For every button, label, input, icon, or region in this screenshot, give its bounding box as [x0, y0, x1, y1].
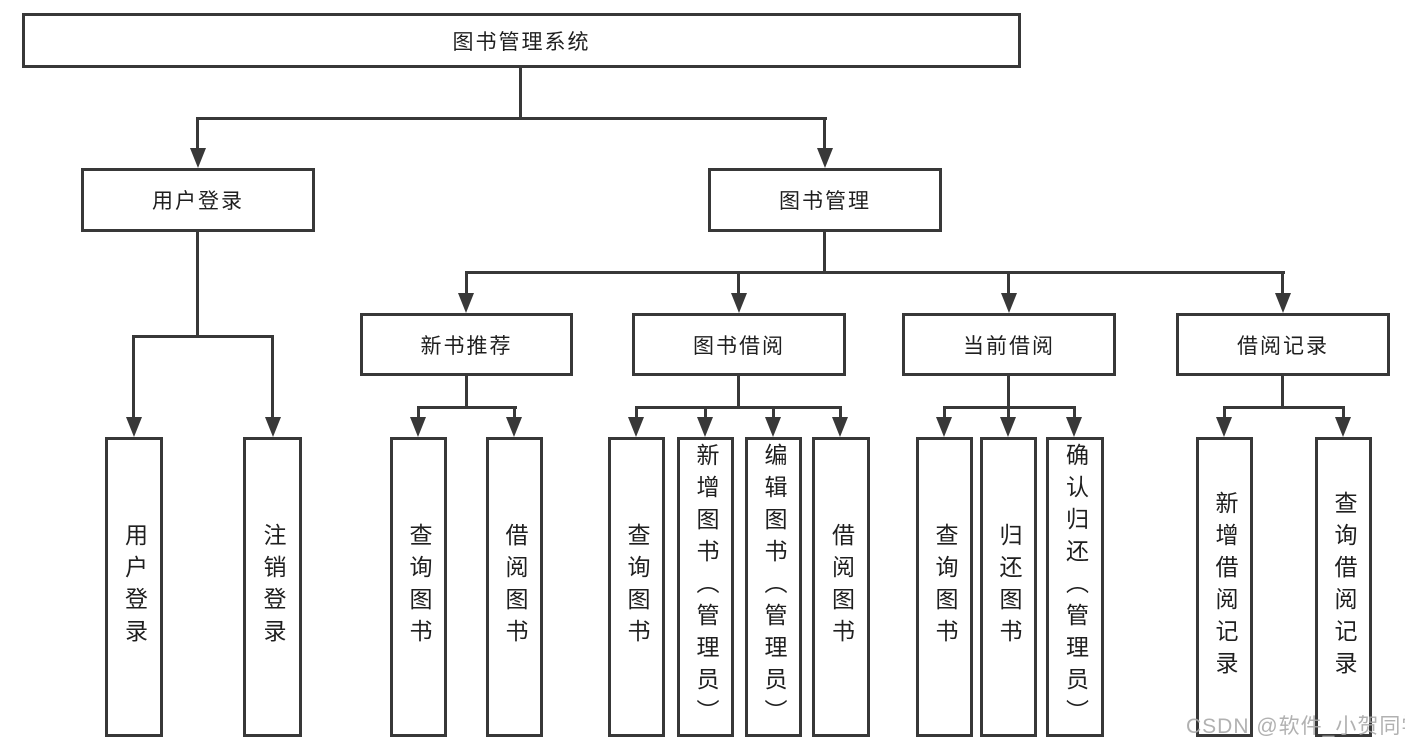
connector-arrow-stub: [839, 406, 842, 419]
leaf-label: 查询借阅记录: [1331, 491, 1357, 683]
arrow-down-icon: [1001, 293, 1017, 313]
node-label: 用户登录: [152, 190, 244, 213]
connector-level2-bar: [196, 117, 827, 120]
arrow-down-icon: [265, 417, 281, 437]
node-user-login: 用户登录: [81, 168, 315, 232]
connector-group-bar: [1223, 406, 1345, 409]
connector-arrow-stub: [1007, 406, 1010, 419]
arrow-down-icon: [936, 417, 952, 437]
arrow-down-icon: [765, 417, 781, 437]
leaf-label: 查询图书: [406, 523, 432, 651]
arrow-down-icon: [1000, 417, 1016, 437]
leaf-query-borrow-record: 查询借阅记录: [1315, 437, 1372, 737]
connector-group-bar: [417, 406, 517, 409]
connector-book-mgmt-stub: [823, 232, 826, 274]
connector-arrow-stub: [1007, 271, 1010, 295]
leaf-borrow-books: 借阅图书: [812, 437, 870, 737]
node-book-management: 图书管理: [708, 168, 942, 232]
arrow-down-icon: [410, 417, 426, 437]
node-label: 当前借阅: [963, 334, 1055, 358]
connector-arrow-stub: [1342, 406, 1345, 419]
leaf-label: 注销登录: [260, 523, 286, 651]
connector-group-stub: [1007, 376, 1010, 409]
connector-arrow-stub: [271, 335, 274, 419]
connector-level3-bar: [465, 271, 1285, 274]
leaf-label: 查询图书: [932, 523, 958, 651]
leaf-logout: 注销登录: [243, 437, 302, 737]
connector-root-stub: [519, 68, 522, 117]
leaf-query-books-current: 查询图书: [916, 437, 973, 737]
connector-arrow-stub: [635, 406, 638, 419]
leaf-label: 新增图书（管理员）: [693, 443, 719, 731]
leaf-return-books: 归还图书: [980, 437, 1037, 737]
connector-arrow-stub: [1073, 406, 1076, 419]
leaf-borrow-books-recommend: 借阅图书: [486, 437, 543, 737]
connector-arrow-stub: [513, 406, 516, 419]
arrow-down-icon: [126, 417, 142, 437]
connector-user-login-bar: [132, 335, 273, 338]
leaf-label: 借阅图书: [502, 523, 528, 651]
node-label: 新书推荐: [420, 334, 513, 358]
connector-group-stub: [465, 376, 468, 409]
leaf-label: 归还图书: [996, 523, 1022, 651]
connector-arrow-stub: [417, 406, 420, 419]
leaf-label: 用户登录: [121, 523, 148, 651]
connector-arrow-stub: [943, 406, 946, 419]
leaf-label: 借阅图书: [828, 523, 855, 651]
leaf-label: 确认归还（管理员）: [1062, 443, 1089, 731]
leaf-label: 新增借阅记录: [1212, 491, 1238, 683]
leaf-label: 查询图书: [624, 523, 650, 651]
arrow-down-icon: [697, 417, 713, 437]
node-label: 图书借阅: [693, 334, 785, 358]
leaf-label: 编辑图书（管理员）: [761, 443, 787, 731]
arrow-down-icon: [1216, 417, 1232, 437]
arrow-down-icon: [817, 148, 833, 168]
connector-arrow-stub: [704, 406, 707, 419]
node-label: 图书管理: [779, 190, 871, 213]
connector-arrow-stub: [132, 335, 135, 419]
connector-arrow-stub: [1281, 271, 1284, 295]
arrow-down-icon: [628, 417, 644, 437]
connector-arrow-stub: [823, 117, 826, 150]
csdn-watermark: CSDN @软件_小贺同学: [1186, 715, 1405, 738]
arrow-down-icon: [458, 293, 474, 313]
connector-user-login-stub: [196, 232, 199, 338]
node-current-borrowing: 当前借阅: [902, 313, 1116, 376]
connector-group-stub: [1281, 376, 1284, 409]
connector-group-bar: [635, 406, 842, 409]
arrow-down-icon: [1335, 417, 1351, 437]
arrow-down-icon: [1275, 293, 1291, 313]
connector-group-stub: [737, 376, 740, 409]
leaf-add-books-admin: 新增图书（管理员）: [677, 437, 734, 737]
connector-arrow-stub: [465, 271, 468, 295]
node-label: 图书管理系统: [452, 30, 591, 54]
node-root-library-system: 图书管理系统: [22, 13, 1021, 68]
connector-arrow-stub: [772, 406, 775, 419]
node-label: 借阅记录: [1237, 334, 1329, 358]
arrow-down-icon: [1066, 417, 1082, 437]
arrow-down-icon: [506, 417, 522, 437]
node-book-borrowing: 图书借阅: [632, 313, 846, 376]
leaf-add-borrow-record: 新增借阅记录: [1196, 437, 1253, 737]
connector-arrow-stub: [1223, 406, 1226, 419]
leaf-query-books-recommend: 查询图书: [390, 437, 447, 737]
leaf-query-books-borrowing: 查询图书: [608, 437, 665, 737]
node-new-book-recommend: 新书推荐: [360, 313, 573, 376]
leaf-confirm-return-admin: 确认归还（管理员）: [1046, 437, 1104, 737]
arrow-down-icon: [832, 417, 848, 437]
leaf-user-login: 用户登录: [105, 437, 163, 737]
leaf-edit-books-admin: 编辑图书（管理员）: [745, 437, 802, 737]
connector-arrow-stub: [196, 117, 199, 150]
arrow-down-icon: [190, 148, 206, 168]
connector-arrow-stub: [737, 271, 740, 295]
arrow-down-icon: [731, 293, 747, 313]
node-borrow-records: 借阅记录: [1176, 313, 1390, 376]
